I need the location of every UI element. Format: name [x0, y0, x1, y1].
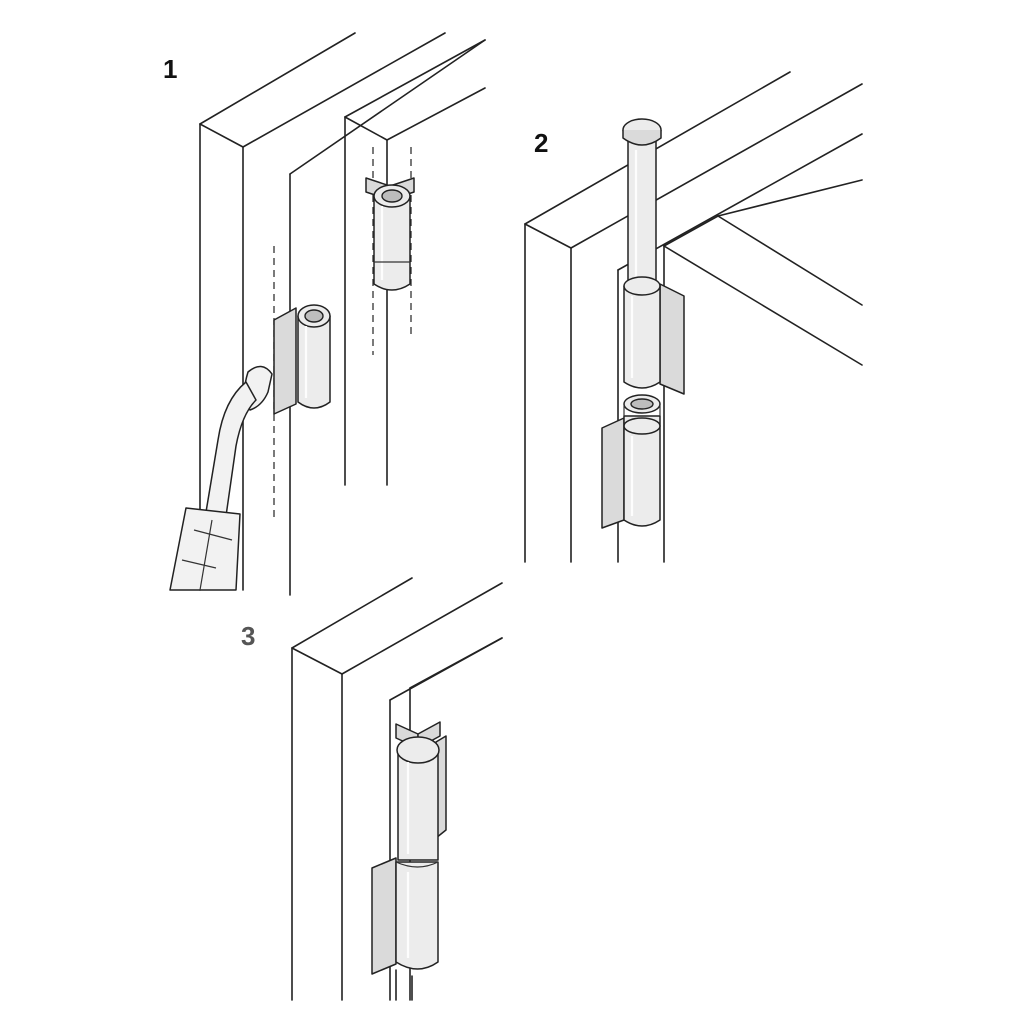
step-3-number: 3 — [241, 621, 256, 651]
step-3-illustration — [291, 577, 503, 1001]
frame-hinge-half-icon — [273, 304, 331, 415]
step-2-upper-knuckle-icon — [623, 276, 685, 395]
step-1-number: 1 — [163, 54, 178, 84]
step-1-frame — [199, 32, 486, 596]
step-2-door-leaf — [663, 179, 863, 563]
hinge-pin-icon — [622, 118, 662, 291]
step-2-illustration — [524, 71, 863, 563]
step-1-illustration — [169, 32, 486, 596]
step-2-number: 2 — [534, 128, 549, 158]
step-2-frame — [524, 71, 863, 563]
welding-torch-icon — [169, 365, 273, 591]
door-hinge-half-icon — [365, 177, 415, 291]
step-1-door-leaf — [344, 39, 486, 486]
step-2-lower-knuckle-icon — [601, 394, 661, 529]
assembled-hinge-icon — [371, 721, 447, 1001]
